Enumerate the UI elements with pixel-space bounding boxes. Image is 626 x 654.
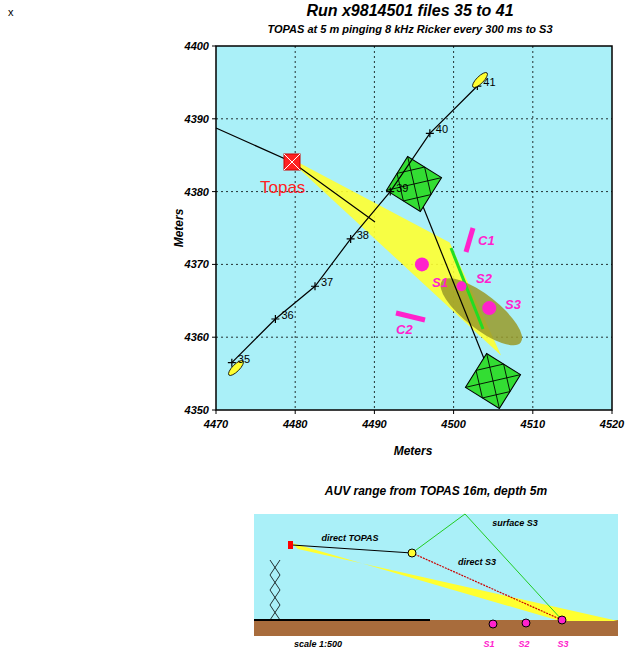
- section-beam: [292, 543, 618, 621]
- track-cross: [347, 235, 355, 243]
- tick-mark: [212, 264, 216, 265]
- axis-tick: 4480: [283, 418, 307, 430]
- water-section: [254, 514, 618, 620]
- auv-position: [408, 549, 416, 557]
- axis-tick: 4400: [185, 40, 209, 52]
- track-cross: [426, 129, 434, 137]
- transponder-cross: [465, 353, 520, 408]
- tick-mark: [212, 337, 216, 338]
- s1-target: [415, 257, 429, 271]
- tick-mark: [295, 410, 296, 414]
- plot-frame: [216, 46, 612, 410]
- track-cross: [271, 315, 279, 323]
- subtitle: TOPAS at 5 m pinging 8 kHz Ricker every …: [267, 23, 552, 35]
- topas-cross: [284, 154, 300, 170]
- tower-frame: [270, 560, 280, 620]
- target-label: S1: [432, 276, 448, 290]
- stray-mark: x: [8, 6, 14, 18]
- tick-mark: [212, 410, 216, 411]
- topas-source: [288, 541, 293, 549]
- target-label: S1: [483, 640, 494, 650]
- plot-title: Run x9814501 files 35 to 41: [306, 2, 513, 20]
- s3-target: [482, 301, 496, 315]
- topas-symbol: [284, 154, 300, 170]
- tick-mark: [374, 410, 375, 414]
- section-view: [254, 514, 618, 636]
- axis-tick: 4510: [521, 418, 545, 430]
- scale-label: scale 1:500: [294, 640, 342, 650]
- tick-mark: [612, 410, 613, 414]
- axis-tick: 4360: [185, 331, 209, 343]
- c2-marker: [396, 313, 425, 320]
- auv-track: [232, 86, 478, 363]
- grid-line: [532, 46, 533, 410]
- direct-s3-path: [412, 553, 562, 620]
- track-number: 36: [281, 309, 293, 321]
- track-number: 39: [396, 182, 408, 194]
- path-label: direct S3: [457, 558, 497, 568]
- s2-target: [457, 281, 467, 291]
- target-dot: [489, 620, 497, 628]
- axis-title: Meters: [173, 209, 186, 248]
- grid-line: [216, 118, 612, 119]
- track-cross: [311, 282, 319, 290]
- track-number: 40: [436, 123, 448, 135]
- track-cross: [386, 188, 394, 196]
- topas-heading-line: [216, 128, 375, 222]
- axis-tick: 4390: [185, 113, 209, 125]
- tick-mark: [216, 410, 217, 414]
- axis-tick: 4520: [600, 418, 624, 430]
- target-label: S2: [518, 640, 529, 650]
- water-background: [216, 46, 612, 410]
- target-dot: [522, 619, 530, 627]
- axis-tick: 4470: [204, 418, 228, 430]
- tick-mark: [212, 191, 216, 192]
- tick-mark: [212, 46, 216, 47]
- grid-line: [295, 46, 296, 410]
- baseline-line: [414, 184, 493, 381]
- section-line: [451, 248, 483, 329]
- seabed-line: [254, 619, 430, 621]
- track-number: 41: [483, 76, 495, 88]
- target-label: S3: [505, 298, 521, 312]
- tick-mark: [453, 410, 454, 414]
- axis-tick: 4500: [441, 418, 465, 430]
- tick-mark: [532, 410, 533, 414]
- transponder-box: [465, 353, 520, 408]
- target-label: S3: [557, 640, 568, 650]
- transponder-symbol: [465, 353, 520, 408]
- track-number: 38: [357, 229, 369, 241]
- footprint-ellipse: [431, 268, 531, 356]
- direct-topas-path: [292, 545, 412, 553]
- section-title: AUV range from TOPAS 16m, depth 5m: [325, 485, 547, 498]
- path-label: surface S3: [491, 519, 539, 529]
- path-label: direct TOPAS: [320, 534, 379, 544]
- axis-tick: 4380: [185, 186, 209, 198]
- tick-mark: [212, 118, 216, 119]
- topas-label: Topas: [260, 179, 305, 198]
- grid-line: [453, 46, 454, 410]
- track-number: 37: [321, 276, 333, 288]
- axis-tick: 4350: [185, 404, 209, 416]
- axis-tick: 4370: [185, 258, 209, 270]
- grid-line: [216, 337, 612, 338]
- surface-s3-path: [412, 514, 562, 620]
- axis-title: Meters: [394, 445, 433, 458]
- target-label: C1: [478, 234, 495, 248]
- axis-tick: 4490: [362, 418, 386, 430]
- target-dot: [558, 616, 566, 624]
- track-number: 35: [238, 353, 250, 365]
- c1-marker: [466, 228, 473, 252]
- plot-area: [212, 46, 612, 414]
- target-label: C2: [396, 323, 413, 337]
- target-label: S2: [476, 272, 492, 286]
